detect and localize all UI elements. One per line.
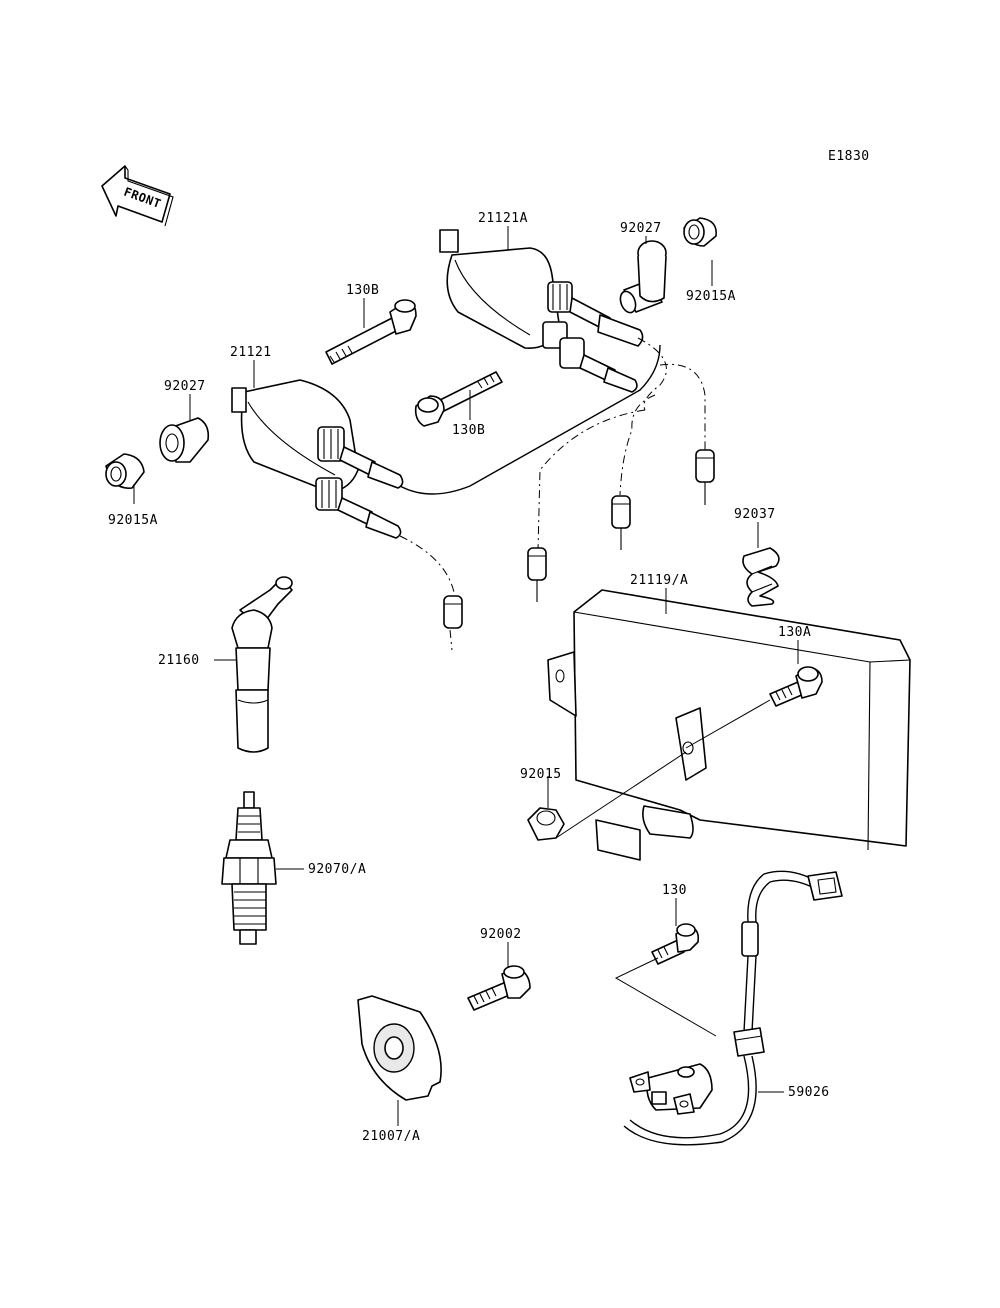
spark-plug-cap-21160[interactable]	[231, 576, 293, 753]
label-92015A-right: 92015A	[686, 289, 736, 304]
label-92015A-left: 92015A	[108, 513, 158, 528]
grommet-92015A-right[interactable]	[683, 217, 717, 247]
nut-92015[interactable]	[527, 807, 565, 841]
pickup-coil-59026[interactable]	[623, 870, 843, 1146]
collar-92027-right[interactable]	[618, 240, 667, 315]
bolt-130[interactable]	[651, 923, 700, 965]
diagram-code: E1830	[828, 149, 870, 164]
label-130: 130	[662, 883, 687, 898]
label-130B-mid: 130B	[452, 423, 485, 438]
label-21007A: 21007/A	[362, 1129, 420, 1144]
rotor-21007A[interactable]	[357, 995, 442, 1101]
spark-plug-92070A[interactable]	[221, 791, 277, 945]
leader-lines	[133, 226, 799, 1126]
bolt-130B-top[interactable]	[325, 299, 417, 365]
wire-cap-1	[443, 595, 463, 629]
label-92002: 92002	[480, 927, 522, 942]
label-92027-right: 92027	[620, 221, 662, 236]
bolt-92002[interactable]	[467, 965, 531, 1011]
wire-cap-3	[611, 495, 631, 550]
label-130B-top: 130B	[346, 283, 379, 298]
label-21119A: 21119/A	[630, 573, 688, 588]
collar-92027-left[interactable]	[159, 417, 210, 463]
label-21121: 21121	[230, 345, 272, 360]
front-arrow-icon: FRONT	[101, 165, 174, 227]
label-21160: 21160	[158, 653, 200, 668]
label-92070A: 92070/A	[308, 862, 366, 877]
label-59026: 59026	[788, 1085, 830, 1100]
wire-cap-4	[695, 449, 715, 505]
ignition-coil-21121[interactable]	[231, 379, 404, 539]
bolt-130B-mid[interactable]	[414, 371, 503, 427]
label-92037: 92037	[734, 507, 776, 522]
label-21121A: 21121A	[478, 211, 528, 226]
ic-igniter-21119A[interactable]	[547, 589, 911, 861]
clamp-92037[interactable]	[742, 547, 780, 607]
part-labels: 21121A 92027 92015A 130B 130B 21121 9202…	[108, 211, 830, 1144]
label-130A: 130A	[778, 625, 811, 640]
ignition-coil-21121A[interactable]	[439, 229, 644, 393]
label-92027-left: 92027	[164, 379, 206, 394]
wire-cap-2	[527, 547, 547, 602]
label-92015: 92015	[520, 767, 562, 782]
bolt-130A[interactable]	[769, 666, 823, 707]
grommet-92015A-left[interactable]	[105, 453, 145, 489]
